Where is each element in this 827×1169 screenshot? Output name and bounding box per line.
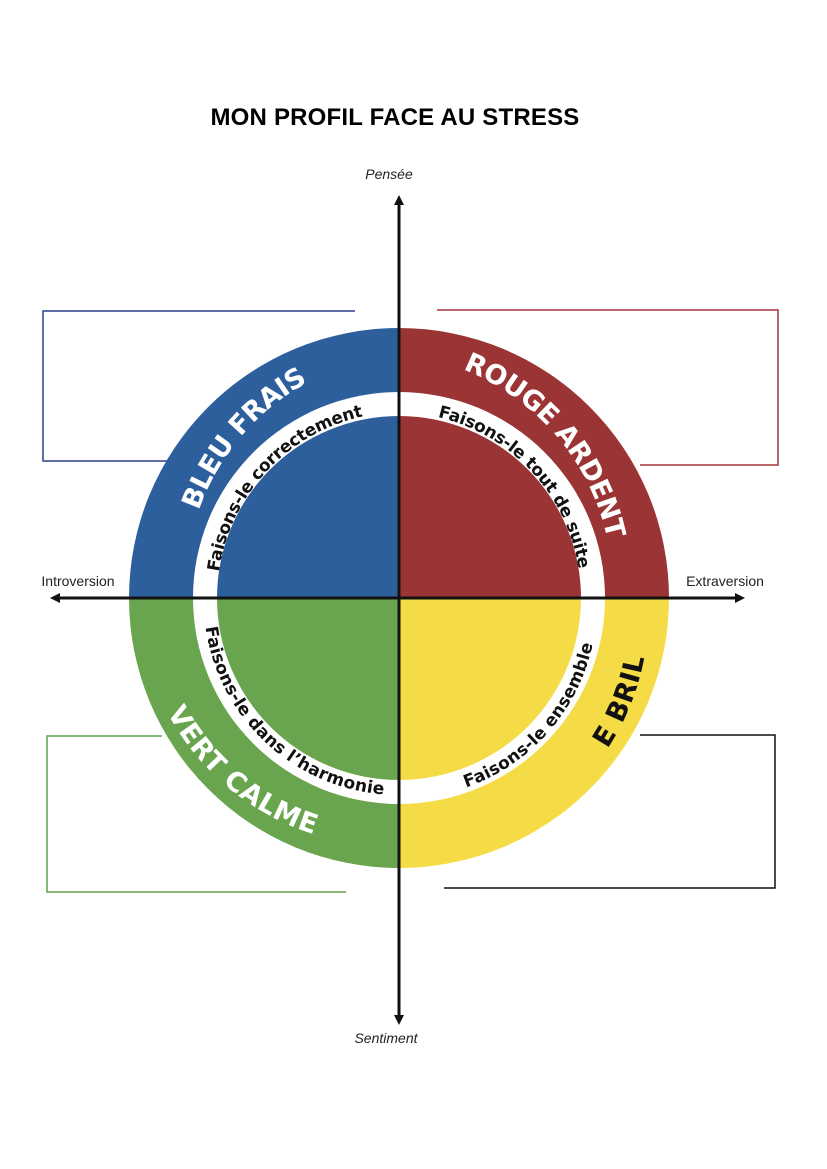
axis-label-right: Extraversion [686,573,764,589]
axis-label-top: Pensée [365,166,413,182]
inner-disc [217,416,581,780]
green-box [46,735,346,893]
yellow-inner-quadrant [399,598,581,780]
page-title: MON PROFIL FACE AU STRESS [210,104,580,131]
yellow-box [444,734,776,889]
blue-box [42,310,355,462]
axes [50,195,745,1025]
green-inner-quadrant [217,598,399,780]
red-box [437,309,779,466]
axis-label-left: Introversion [41,573,114,589]
axis-label-bottom: Sentiment [354,1030,418,1046]
red-inner-quadrant [399,416,581,598]
quadrant-boxes [42,309,779,893]
blue-inner-quadrant [217,416,399,598]
